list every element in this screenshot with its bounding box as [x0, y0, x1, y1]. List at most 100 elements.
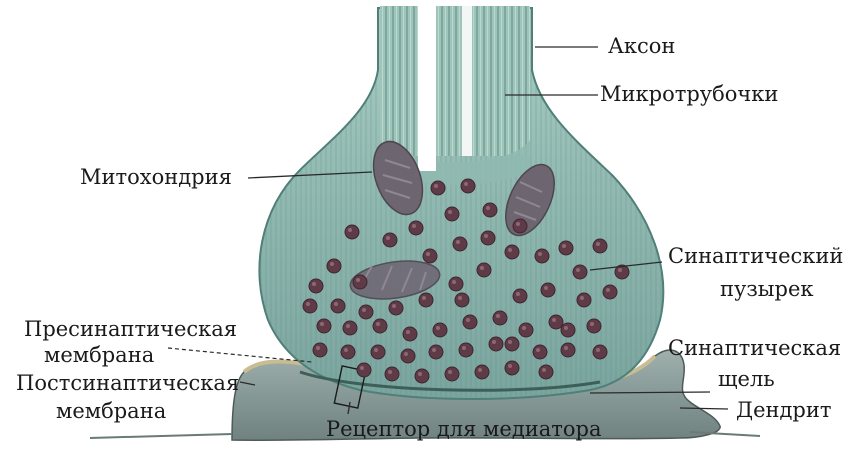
- vesicle-highlight: [362, 308, 366, 312]
- synaptic-vesicle: [327, 259, 341, 273]
- synaptic-vesicle: [317, 319, 331, 333]
- synaptic-vesicle: [431, 181, 445, 195]
- synaptic-vesicle: [309, 279, 323, 293]
- vesicle-highlight: [492, 340, 496, 344]
- synaptic-vesicle: [489, 337, 503, 351]
- label-receptor: Рецептор для медиатора: [326, 417, 602, 441]
- vesicle-highlight: [334, 302, 338, 306]
- synaptic-vesicle: [341, 345, 355, 359]
- vesicle-highlight: [344, 348, 348, 352]
- vesicle-highlight: [522, 326, 526, 330]
- vesicle-highlight: [462, 346, 466, 350]
- synaptic-vesicle: [345, 225, 359, 239]
- synaptic-vesicle: [453, 237, 467, 251]
- vesicle-highlight: [580, 296, 584, 300]
- vesicle-highlight: [590, 322, 594, 326]
- synaptic-vesicle: [353, 275, 367, 289]
- vesicle-highlight: [392, 304, 396, 308]
- synaptic-vesicle: [603, 285, 617, 299]
- synaptic-vesicle: [481, 231, 495, 245]
- vesicle-highlight: [330, 262, 334, 266]
- vesicle-highlight: [432, 348, 436, 352]
- vesicle-highlight: [456, 240, 460, 244]
- vesicle-highlight: [552, 318, 556, 322]
- synaptic-vesicle: [535, 249, 549, 263]
- vesicle-highlight: [348, 228, 352, 232]
- vesicle-highlight: [388, 370, 392, 374]
- vesicle-highlight: [346, 324, 350, 328]
- synaptic-vesicle: [445, 367, 459, 381]
- vesicle-highlight: [452, 280, 456, 284]
- synaptic-vesicle: [477, 263, 491, 277]
- synaptic-vesicle: [423, 249, 437, 263]
- vesicle-highlight: [434, 184, 438, 188]
- vesicle-highlight: [538, 252, 542, 256]
- synaptic-vesicle: [561, 343, 575, 357]
- synaptic-vesicle: [587, 319, 601, 333]
- label-postsynaptic-membrane-line2: мембрана: [56, 399, 166, 423]
- synaptic-vesicle: [505, 337, 519, 351]
- label-synaptic-vesicle-line1: Синаптический: [668, 244, 843, 268]
- vesicle-highlight: [360, 366, 364, 370]
- vesicle-highlight: [356, 278, 360, 282]
- vesicle-highlight: [596, 348, 600, 352]
- vesicle-highlight: [412, 224, 416, 228]
- vesicle-highlight: [466, 318, 470, 322]
- vesicle-highlight: [426, 252, 430, 256]
- synaptic-vesicle: [577, 293, 591, 307]
- vesicle-highlight: [374, 348, 378, 352]
- vesicle-highlight: [508, 340, 512, 344]
- label-synaptic-vesicle-line2: пузырек: [720, 277, 814, 301]
- synaptic-vesicle: [461, 179, 475, 193]
- vesicle-highlight: [542, 368, 546, 372]
- synaptic-vesicle: [403, 327, 417, 341]
- vesicle-highlight: [436, 326, 440, 330]
- vesicle-highlight: [516, 222, 520, 226]
- vesicle-highlight: [516, 292, 520, 296]
- synaptic-vesicle: [455, 293, 469, 307]
- vesicle-highlight: [606, 288, 610, 292]
- label-mitochondrion: Митохондрия: [80, 165, 232, 189]
- vesicle-highlight: [508, 364, 512, 368]
- label-dendrite: Дендрит: [736, 398, 831, 422]
- synaptic-vesicle: [385, 367, 399, 381]
- vesicle-highlight: [544, 286, 548, 290]
- synaptic-vesicle: [415, 369, 429, 383]
- vesicle-highlight: [564, 346, 568, 350]
- vesicle-highlight: [404, 352, 408, 356]
- synaptic-vesicle: [573, 265, 587, 279]
- label-synaptic-cleft-line1: Синаптическая: [668, 336, 841, 360]
- vesicle-highlight: [564, 326, 568, 330]
- vesicle-highlight: [418, 372, 422, 376]
- vesicle-highlight: [508, 248, 512, 252]
- synaptic-vesicle: [541, 283, 555, 297]
- synaptic-vesicle: [519, 323, 533, 337]
- synaptic-vesicle: [373, 319, 387, 333]
- synaptic-vesicle: [549, 315, 563, 329]
- vesicle-highlight: [576, 268, 580, 272]
- vesicle-highlight: [312, 282, 316, 286]
- synaptic-vesicle: [419, 293, 433, 307]
- synaptic-vesicle: [459, 343, 473, 357]
- synaptic-vesicle: [463, 315, 477, 329]
- synaptic-vesicle: [359, 305, 373, 319]
- synaptic-vesicle: [401, 349, 415, 363]
- vesicle-highlight: [480, 266, 484, 270]
- synaptic-vesicle: [505, 361, 519, 375]
- synaptic-vesicle: [513, 289, 527, 303]
- vesicle-highlight: [448, 370, 452, 374]
- label-postsynaptic-membrane-line1: Постсинаптическая: [16, 371, 239, 395]
- synaptic-vesicle: [303, 299, 317, 313]
- vesicle-highlight: [376, 322, 380, 326]
- label-presynaptic-membrane-line2: мембрана: [44, 343, 154, 367]
- vesicle-highlight: [448, 210, 452, 214]
- synaptic-vesicle: [343, 321, 357, 335]
- synaptic-vesicle: [331, 299, 345, 313]
- label-synaptic-cleft-line2: щель: [718, 367, 775, 391]
- vesicle-highlight: [486, 206, 490, 210]
- synaptic-vesicle: [475, 365, 489, 379]
- synaptic-vesicle: [561, 323, 575, 337]
- synaptic-vesicle: [593, 345, 607, 359]
- synaptic-vesicle: [429, 345, 443, 359]
